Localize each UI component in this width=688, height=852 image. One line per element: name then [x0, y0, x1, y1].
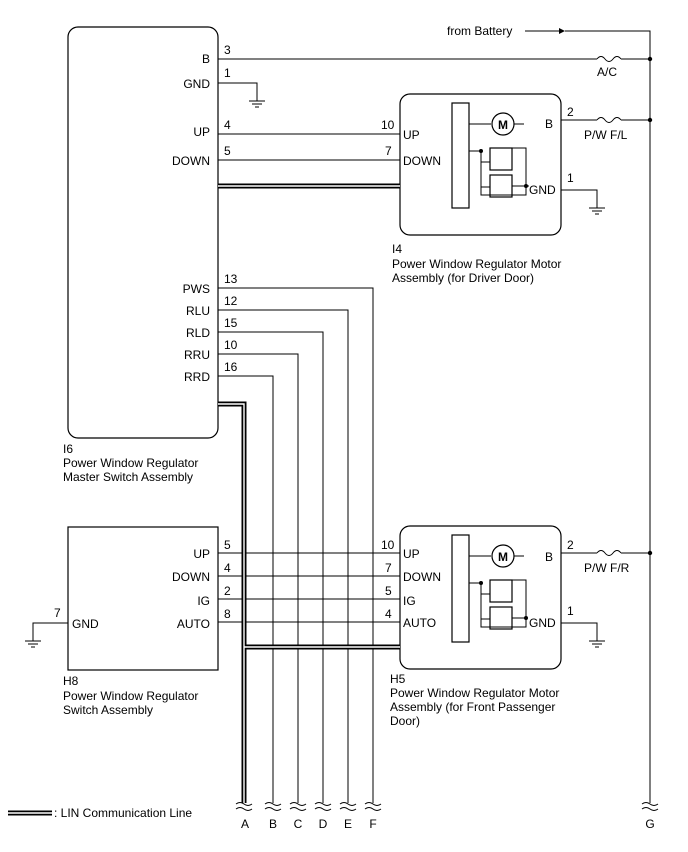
i6-pin-13: 13: [224, 272, 238, 286]
i6-terminal-up-label: UP: [193, 125, 210, 139]
h8-pin-2: 2: [224, 584, 231, 598]
h8-terminal-auto-label: AUTO: [177, 617, 210, 631]
lin-line-i6-to-connector-a: [218, 401, 400, 803]
i6-pin-5: 5: [224, 144, 231, 158]
i4-terminal-gnd-label: GND: [529, 183, 556, 197]
i6-terminal-down-label: DOWN: [172, 154, 210, 168]
i6-pin-12: 12: [224, 294, 238, 308]
i4-code: I4: [392, 242, 402, 256]
h5-name-line3: Door): [390, 714, 420, 728]
h5-pin-7: 7: [385, 561, 392, 575]
fuse-pwfl-label: P/W F/L: [584, 128, 628, 142]
fuse-ac: [596, 56, 622, 62]
wire-rru-to-c: [218, 353, 299, 803]
fuse-pwfr-label: P/W F/R: [584, 561, 630, 575]
i6-pin-3: 3: [224, 43, 231, 57]
h5-pin-1: 1: [567, 604, 574, 618]
i4-pin-2: 2: [567, 105, 574, 119]
h5-terminal-auto-label: AUTO: [403, 616, 436, 630]
fuse-pwfr: [596, 550, 622, 556]
h5-terminal-b-label: B: [545, 550, 553, 564]
h5-pin-10: 10: [381, 538, 395, 552]
from-battery-label: from Battery: [447, 24, 512, 38]
i6-ground-symbol: [218, 82, 265, 108]
i6-terminal-gnd-label: GND: [183, 77, 210, 91]
h5-terminal-down-label: DOWN: [403, 570, 441, 584]
battery-feed-wire: [565, 30, 651, 803]
h8-terminal-down-label: DOWN: [172, 570, 210, 584]
i6-name-line2: Master Switch Assembly: [63, 470, 193, 484]
h5-terminal-gnd-label: GND: [529, 616, 556, 630]
i4-ground-symbol: [561, 189, 605, 215]
i4-name-line2: Assembly (for Driver Door): [392, 271, 534, 285]
legend-lin-label: : LIN Communication Line: [54, 806, 192, 820]
h5-pin-2: 2: [567, 538, 574, 552]
i6-terminal-b-label: B: [202, 52, 210, 66]
fuse-pwfl: [596, 117, 622, 123]
h5-pin-4: 4: [385, 607, 392, 621]
i4-name-line1: Power Window Regulator Motor: [392, 257, 561, 271]
h5-code: H5: [390, 672, 406, 686]
h5-ground-symbol: [561, 622, 605, 648]
i6-pin-15: 15: [224, 316, 238, 330]
i6-pin-16: 16: [224, 360, 238, 374]
connector-d-label: D: [319, 817, 328, 831]
h8-pin-7: 7: [54, 606, 61, 620]
i6-master-switch-box: [67, 26, 219, 439]
h5-pin-5: 5: [385, 584, 392, 598]
i6-terminal-rru-label: RRU: [184, 348, 210, 362]
connector-c-label: C: [294, 817, 303, 831]
connector-g-label: G: [645, 817, 654, 831]
i6-terminal-rld-label: RLD: [186, 326, 210, 340]
wire-rlu-to-e: [218, 309, 349, 803]
h5-name-line2: Assembly (for Front Passenger: [390, 700, 555, 714]
i4-terminal-b-label: B: [545, 117, 553, 131]
i6-pin-4: 4: [224, 118, 231, 132]
h8-terminal-up-label: UP: [193, 547, 210, 561]
i4-pin-1: 1: [567, 171, 574, 185]
h8-pin-4: 4: [224, 561, 231, 575]
h8-code: H8: [63, 674, 79, 688]
h8-ground-symbol: [25, 622, 68, 648]
h5-motor-label: M: [498, 550, 508, 564]
h5-terminal-up-label: UP: [403, 547, 420, 561]
i6-pin-1: 1: [224, 66, 231, 80]
i6-name-line1: Power Window Regulator: [63, 456, 198, 470]
wire-rrd-to-b: [218, 375, 274, 803]
h5-name-line1: Power Window Regulator Motor: [390, 686, 559, 700]
i4-terminal-down-label: DOWN: [403, 154, 441, 168]
i4-pin-10: 10: [381, 118, 395, 132]
connector-a-label: A: [241, 817, 249, 831]
i6-terminal-rrd-label: RRD: [184, 370, 210, 384]
h8-pin-8: 8: [224, 607, 231, 621]
h8-name-line1: Power Window Regulator: [63, 689, 198, 703]
i4-pin-7: 7: [385, 144, 392, 158]
i4-motor-label: M: [498, 118, 508, 132]
i6-pin-10: 10: [224, 338, 238, 352]
h8-terminal-ig-label: IG: [197, 594, 210, 608]
i6-code: I6: [63, 442, 73, 456]
fuse-ac-label: A/C: [597, 65, 617, 79]
h8-terminal-gnd-label: GND: [72, 617, 99, 631]
from-battery-arrow: [525, 28, 565, 34]
connector-b-label: B: [269, 817, 277, 831]
h8-switch-box: [67, 526, 219, 671]
connector-f-label: F: [369, 817, 376, 831]
h8-pin-5: 5: [224, 538, 231, 552]
connector-breaks: [235, 802, 659, 811]
i6-terminal-pws-label: PWS: [183, 282, 210, 296]
h5-terminal-ig-label: IG: [403, 594, 416, 608]
h8-name-line2: Switch Assembly: [63, 703, 153, 717]
i4-terminal-up-label: UP: [403, 128, 420, 142]
i6-terminal-rlu-label: RLU: [186, 304, 210, 318]
wire-pws-to-f: [218, 287, 374, 803]
connector-e-label: E: [344, 817, 352, 831]
